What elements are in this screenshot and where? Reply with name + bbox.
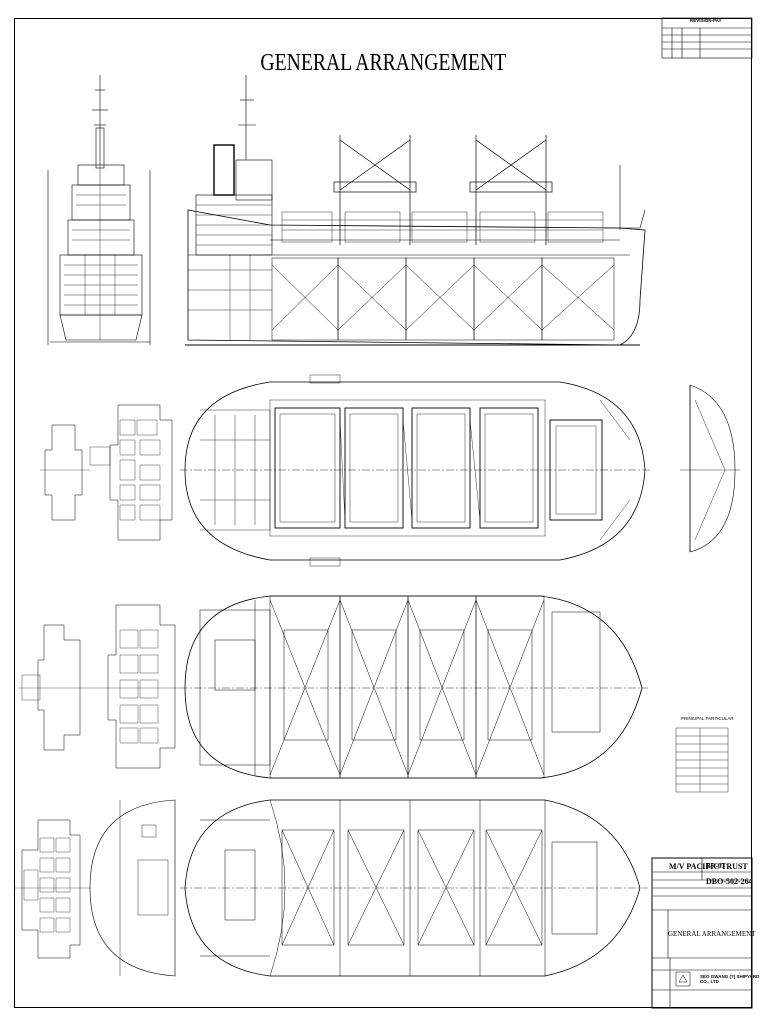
upper-deck-plan: [180, 374, 740, 567]
accommodation-deck-plans-row2: [40, 404, 173, 541]
tank-top-plan: [89, 799, 648, 977]
ship-name: M/V PACIFIC TRUST: [669, 862, 748, 871]
drawing-number: DBO-502-264: [706, 877, 753, 886]
accommodation-deck-plans-row4: [15, 819, 90, 959]
shipyard-name: SEO GWANG (?) SHIPYARD CO., LTD: [700, 974, 760, 984]
drawing-title: GENERAL ARRANGEMENT: [260, 50, 507, 76]
revision-table: [661, 17, 753, 59]
accommodation-deck-plans-row3: [18, 604, 180, 769]
title-block: [651, 857, 753, 1009]
drawing-sheet-border: [14, 18, 752, 1008]
hull-number: BR-03: [706, 862, 726, 870]
title-block-drawing-title: GENERAL ARRANGEMENT: [668, 930, 756, 938]
profile-elevation-view: [185, 75, 646, 346]
principal-particulars-table: [675, 727, 729, 793]
revision-table-title: REVISION-PAY: [690, 18, 722, 23]
second-deck-plan: [180, 595, 648, 779]
principal-particulars-title: PRINCIPAL PARTICULAR: [681, 716, 734, 721]
front-elevation-view: [47, 75, 151, 345]
